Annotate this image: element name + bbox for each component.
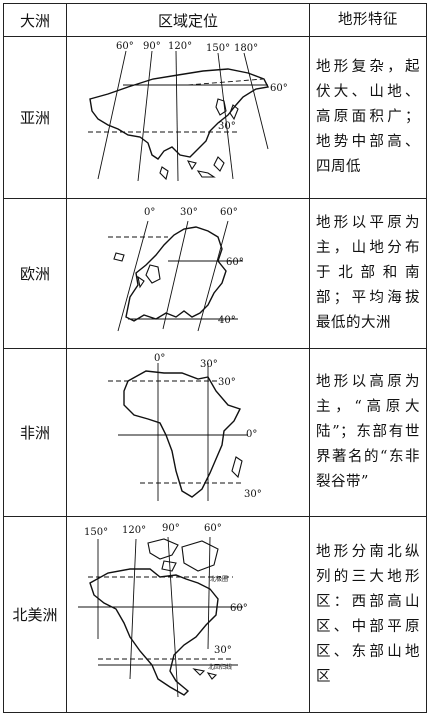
continent-name: 北美洲	[3, 516, 67, 713]
europe-map: 0° 30° 60° 60° 40°	[108, 207, 244, 331]
terrain-features: 地形复杂，起伏大、山地、高原面积广；地势中部高、四周低	[309, 36, 427, 199]
north-america-gridlines	[78, 536, 243, 697]
na-label-tropic-cancer: 北回归线	[208, 663, 232, 671]
header-location: 区域定位	[66, 3, 310, 37]
asia-outline	[89, 67, 270, 160]
header-continent: 大洲	[3, 3, 67, 37]
europe-map-cell: 0° 30° 60° 60° 40°	[66, 198, 310, 349]
africa-label-eq: 0°	[246, 429, 257, 440]
terrain-features: 地形分南北纵列的三大地形区：西部高山区、中部平原区、东部山地区	[309, 516, 427, 713]
europe-label-60: 60°	[220, 207, 238, 218]
europe-outline	[125, 225, 227, 322]
africa-label-30s: 30°	[244, 489, 262, 500]
table-header-row: 大洲 区域定位 地形特征	[3, 3, 427, 37]
na-label-150: 150°	[84, 527, 108, 538]
europe-label-0: 0°	[144, 207, 155, 218]
asia-label-60n: 60°	[270, 83, 288, 94]
na-label-arctic-circle: 北极圈	[210, 575, 228, 583]
asia-label-120: 120°	[168, 41, 192, 52]
asia-gridlines	[88, 50, 269, 181]
asia-map: 60° 90° 120° 150° 180° 60° 30°	[88, 41, 288, 181]
africa-map-cell: 0° 30° 30° 0° 30°	[66, 348, 310, 517]
continent-name: 欧洲	[3, 198, 67, 349]
header-terrain: 地形特征	[309, 3, 427, 37]
asia-map-cell: 60° 90° 120° 150° 180° 60° 30°	[66, 36, 310, 199]
africa-label-30n: 30°	[218, 377, 236, 388]
north-america-outline	[89, 567, 219, 696]
asia-label-30n: 30°	[218, 121, 236, 132]
table-row-asia: 亚洲 60°	[3, 36, 427, 199]
asia-label-150: 150°	[206, 43, 230, 54]
na-label-90: 90°	[162, 523, 180, 534]
africa-outline	[123, 369, 241, 498]
continent-table: 大洲 区域定位 地形特征 亚洲	[3, 3, 427, 713]
terrain-features: 地形以平原为主，山地分布于北部和南部；平均海拔最低的大洲	[309, 198, 427, 349]
terrain-features: 地形以高原为主，“高原大陆”；东部有世界著名的“东非裂谷带”	[309, 348, 427, 517]
north-america-map-cell: 150° 120° 90° 60° 60° 30° 北极圈 北回归线	[66, 516, 310, 713]
continent-name: 亚洲	[3, 36, 67, 199]
europe-label-60n: 60°	[226, 257, 244, 268]
africa-label-0: 0°	[154, 353, 165, 364]
na-label-30n: 30°	[214, 645, 232, 656]
europe-gridlines	[108, 220, 243, 331]
continent-name: 非洲	[3, 348, 67, 517]
asia-label-90: 90°	[143, 41, 161, 52]
na-label-60n: 60°	[230, 603, 248, 614]
table-row-europe: 欧洲 0° 30° 60° 60° 40°	[3, 198, 427, 349]
north-america-map: 150° 120° 90° 60° 60° 30° 北极圈 北回归线	[78, 523, 248, 697]
asia-label-180: 180°	[234, 43, 258, 54]
africa-label-30: 30°	[200, 359, 218, 370]
europe-label-40n: 40°	[218, 315, 236, 326]
africa-map: 0° 30° 30° 0° 30°	[108, 353, 262, 501]
europe-label-30: 30°	[180, 207, 198, 218]
asia-label-60: 60°	[116, 41, 134, 52]
table-row-africa: 非洲 0° 30° 30° 0° 30° 地形以高原为主，“高原大陆”；东部有世…	[3, 348, 427, 517]
na-label-60: 60°	[204, 523, 222, 534]
table-row-north-america: 北美洲 150° 120	[3, 516, 427, 713]
na-label-120: 120°	[122, 525, 146, 536]
africa-gridlines	[108, 362, 248, 501]
